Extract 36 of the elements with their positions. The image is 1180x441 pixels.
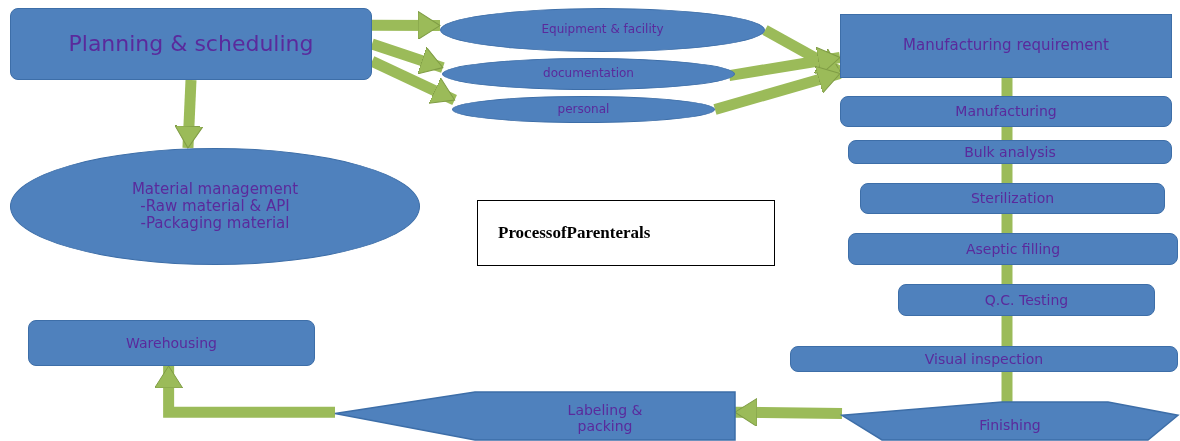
node-label: Visual inspection (924, 350, 1044, 368)
node-label: Sterilization (970, 190, 1055, 207)
node-label: Manufacturing requirement (903, 37, 1109, 55)
node-label: Bulk analysis (964, 143, 1056, 161)
process-box (848, 140, 1172, 164)
node-label: Aseptic filling (965, 240, 1061, 258)
arrow (372, 11, 441, 40)
process-box (840, 96, 1172, 127)
arrow (370, 38, 445, 75)
process-box (840, 14, 1172, 78)
node-label: Q.C. Testing (984, 291, 1069, 309)
process-box (860, 183, 1165, 214)
node-label: Warehousing (126, 334, 217, 352)
node-label: Finishing (979, 415, 1041, 434)
arrow (154, 365, 335, 418)
node-label: Equipment & facility (541, 23, 664, 37)
arrow (174, 79, 204, 149)
arrow (713, 65, 842, 115)
node-label: personal (557, 102, 610, 117)
process-box (28, 320, 315, 366)
process-box (790, 346, 1178, 372)
node-label: -Raw material & API (140, 197, 290, 216)
arrow (728, 46, 841, 82)
process-box (898, 284, 1155, 316)
node-label: documentation (543, 67, 634, 81)
node-label: Manufacturing (955, 103, 1057, 120)
process-box (10, 8, 372, 80)
node-label: Labeling & packing (566, 400, 644, 435)
ellipse (442, 58, 735, 90)
node-label: Planning & scheduling (68, 31, 314, 57)
node-label: -Packaging material (140, 215, 290, 233)
process-box (848, 233, 1178, 265)
title-box (477, 200, 775, 266)
ellipse (452, 96, 715, 123)
node-label: Material management (131, 180, 299, 198)
node-label: ProcessofParenterals (498, 223, 651, 243)
